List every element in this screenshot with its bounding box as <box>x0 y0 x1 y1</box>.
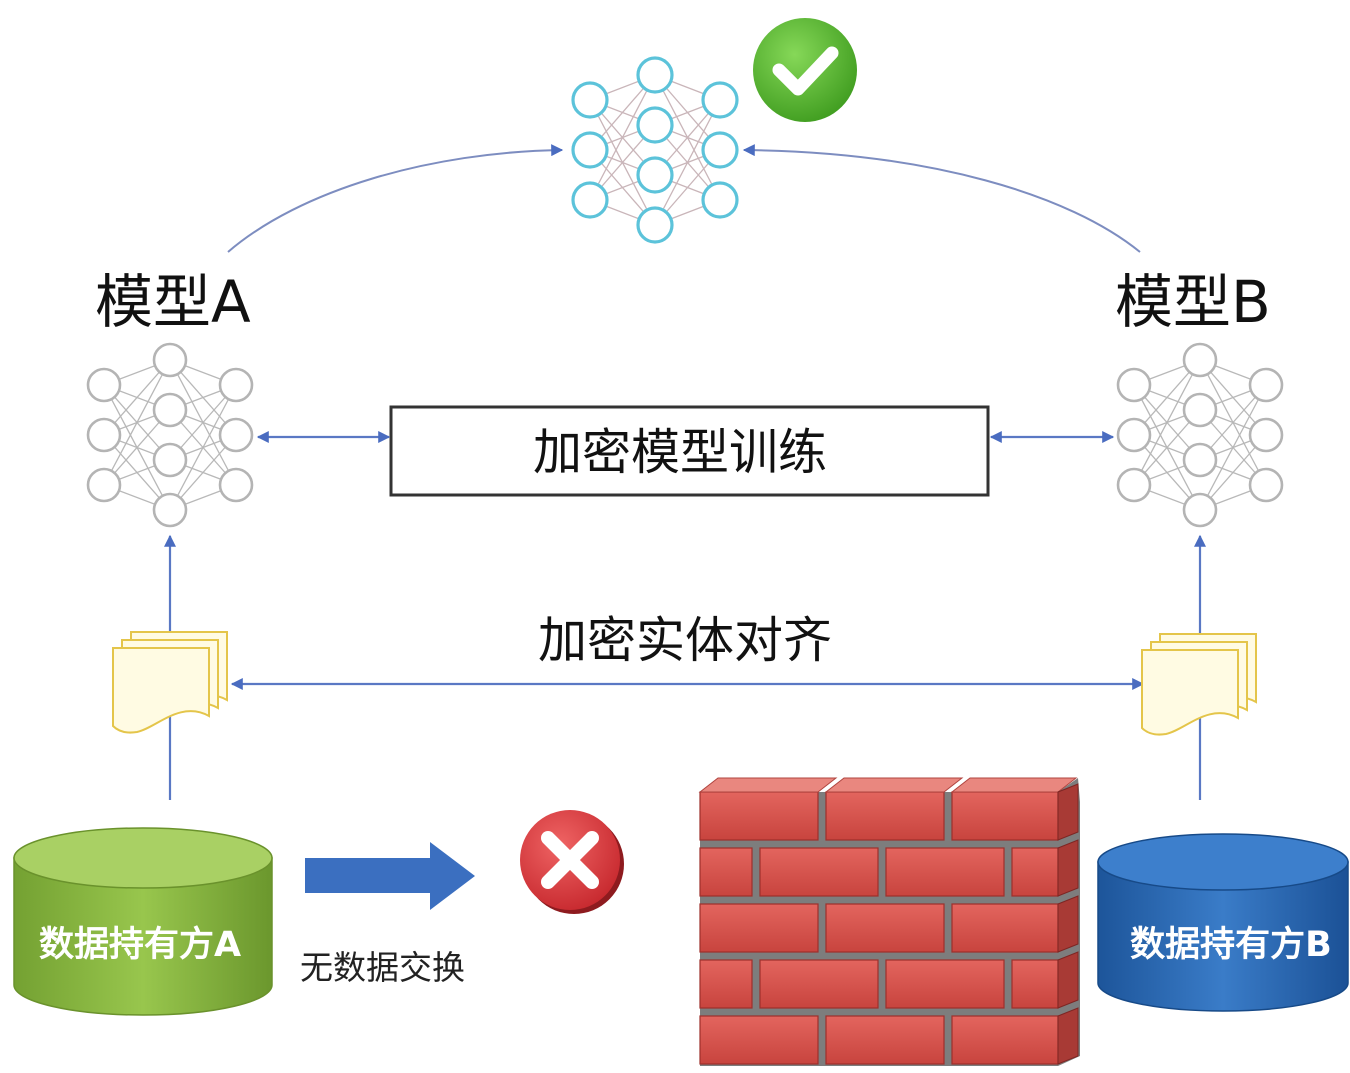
nn-node <box>1182 342 1218 378</box>
nn-node <box>701 181 739 219</box>
brick-top <box>950 777 1078 793</box>
brick <box>1011 959 1059 1009</box>
nn-edge <box>589 74 656 201</box>
encrypted-training-frame <box>389 405 990 497</box>
nn-node <box>1182 442 1218 478</box>
check-mark <box>772 46 839 96</box>
data-holder-a-database-icon: 数据持有方A <box>13 827 273 1016</box>
document-stack-icon <box>1141 633 1257 736</box>
model-a-upload-arrow <box>227 144 564 253</box>
nn-node <box>86 367 122 403</box>
model-a-label: 模型A <box>95 268 251 336</box>
model-b-label: 模型B <box>1115 268 1271 336</box>
encrypted-alignment-label: 加密实体对齐 <box>538 612 832 669</box>
cross-stroke <box>541 831 599 889</box>
nn-edge <box>654 74 721 201</box>
shared-model-neural-network-icon <box>571 56 739 244</box>
holder-a-top <box>13 827 273 889</box>
nn-node <box>636 56 674 94</box>
document-page <box>1141 649 1239 736</box>
brick-wall-icon <box>698 777 1080 1066</box>
brick <box>951 903 1059 953</box>
nn-node <box>1182 492 1218 528</box>
right-arrow-icon <box>305 842 475 910</box>
model-b-neural-network-icon <box>1116 342 1284 528</box>
brick <box>699 959 753 1009</box>
holder-b-label: 数据持有方B <box>1130 925 1332 965</box>
nn-edge <box>1199 359 1267 486</box>
nn-node <box>701 81 739 119</box>
brick-side <box>1057 839 1079 897</box>
brick <box>699 847 753 897</box>
encrypted-training-box: 加密模型训练 <box>389 405 990 497</box>
nn-node <box>86 467 122 503</box>
nn-node <box>571 131 609 169</box>
nn-edge <box>103 359 171 486</box>
brick <box>699 791 819 841</box>
nn-node <box>152 492 188 528</box>
nn-node <box>1116 367 1152 403</box>
brick-top <box>698 777 838 793</box>
nn-node <box>701 131 739 169</box>
nn-node <box>218 467 254 503</box>
model-a-neural-network-icon <box>86 342 254 528</box>
brick <box>1011 847 1059 897</box>
document-stack-icon <box>112 631 228 734</box>
brick-side <box>1057 895 1079 953</box>
model-b-upload-arrow <box>742 144 1141 253</box>
brick <box>699 1015 819 1065</box>
nn-node <box>152 392 188 428</box>
nn-edge <box>169 359 237 486</box>
brick <box>825 791 945 841</box>
holder-b-top <box>1097 833 1349 891</box>
data-holder-b-database-icon: 数据持有方B <box>1097 833 1349 1012</box>
encrypted-training-label: 加密模型训练 <box>533 424 827 481</box>
nn-node <box>1116 417 1152 453</box>
nn-node <box>1248 467 1284 503</box>
nn-node <box>218 417 254 453</box>
nn-node <box>636 156 674 194</box>
brick <box>759 847 879 897</box>
holder-b-body <box>1097 861 1349 1012</box>
brick <box>825 903 945 953</box>
nn-node <box>571 81 609 119</box>
brick <box>759 959 879 1009</box>
brick <box>951 1015 1059 1065</box>
nn-node <box>152 442 188 478</box>
brick <box>699 903 819 953</box>
brick <box>951 791 1059 841</box>
nn-node <box>1248 417 1284 453</box>
nn-node <box>1248 367 1284 403</box>
brick-top <box>824 777 964 793</box>
nn-node <box>636 206 674 244</box>
nn-node <box>218 367 254 403</box>
holder-a-body <box>13 857 273 1016</box>
nn-node <box>86 417 122 453</box>
brick-side <box>1057 951 1079 1009</box>
brick-side <box>1057 1007 1079 1065</box>
check-icon <box>753 18 857 122</box>
nn-node <box>571 181 609 219</box>
check-badge <box>753 18 857 122</box>
nn-node <box>1116 467 1152 503</box>
holder-a-label: 数据持有方A <box>39 925 241 965</box>
nn-node <box>152 342 188 378</box>
document-page <box>112 647 210 734</box>
brick <box>885 959 1005 1009</box>
brick <box>885 847 1005 897</box>
nn-edge <box>1133 359 1201 486</box>
nn-node <box>1182 392 1218 428</box>
brick <box>825 1015 945 1065</box>
brick-side <box>1057 783 1079 841</box>
cross-icon <box>520 810 624 914</box>
nn-node <box>636 106 674 144</box>
no-data-exchange-label: 无数据交换 <box>300 948 465 987</box>
